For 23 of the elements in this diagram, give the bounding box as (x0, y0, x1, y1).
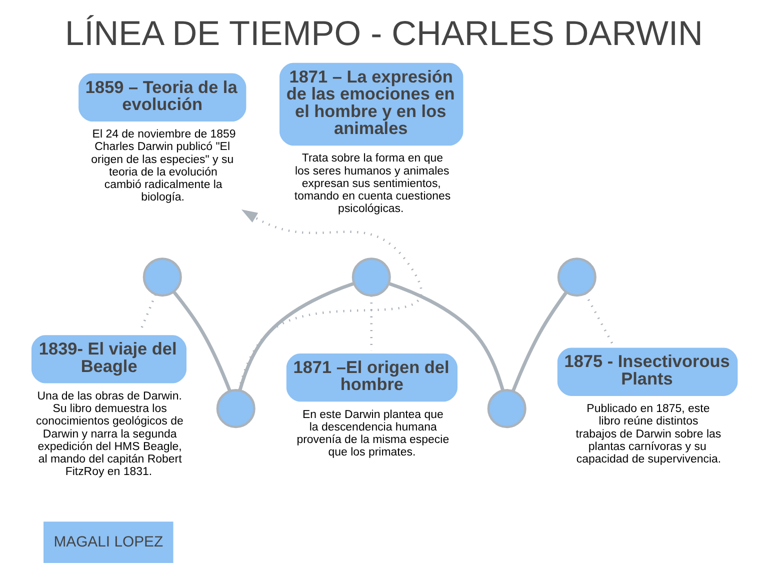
node-label: Trata sobre la forma en que los seres humanos y animales expresan sus sentimientos, tomando en cuenta cuestiones psicológicas. (294, 152, 451, 216)
label: MAGALI LOPEZ (54, 533, 164, 550)
node-circle (142, 258, 182, 297)
node-box: 1859 – Teoria de la evolución (78, 73, 246, 122)
node-circle (352, 258, 391, 297)
connector (172, 290, 232, 392)
node-box: 1871 – La expresión de las emociones en el hombre y en los animales (280, 62, 464, 146)
node-circle (487, 389, 526, 428)
connector (584, 293, 614, 346)
diagram-title: LÍNEA DE TIEMPO - CHARLES DARWIN (65, 15, 703, 54)
node-label: Una de las obras de Darwin. Su libro demuestra los conocimientos geológicos de Darwin y narra la segunda expedición del HMS Beagle, al mando del capitán Robert FitzRoy en 1831. (36, 390, 184, 478)
node-box: 1871 –El origen del hombre (286, 353, 458, 402)
connector (238, 282, 355, 391)
node-circle (557, 258, 596, 297)
node-label: El 24 de noviembre de 1859 Charles Darwin publicó "El origen de las especies" y su teoria de la evolución cambió radicalmente la biología. (91, 128, 236, 204)
connector (511, 291, 568, 392)
node-label: Publicado en 1875, este libro reúne distintos trabajos de Darwin sobre las plantas carnívoras y su capacidad de supervivencia. (576, 403, 722, 466)
node-box: 1875 - Insectivorous Plants (557, 348, 738, 396)
node-label: En este Darwin plantea que la descendencia humana provenía de la misma especie que los primates. (296, 408, 450, 459)
node-box: 1839- El viaje del Beagle (31, 335, 186, 384)
arrow (238, 209, 422, 390)
node-circle (216, 389, 256, 428)
connector (388, 282, 504, 391)
